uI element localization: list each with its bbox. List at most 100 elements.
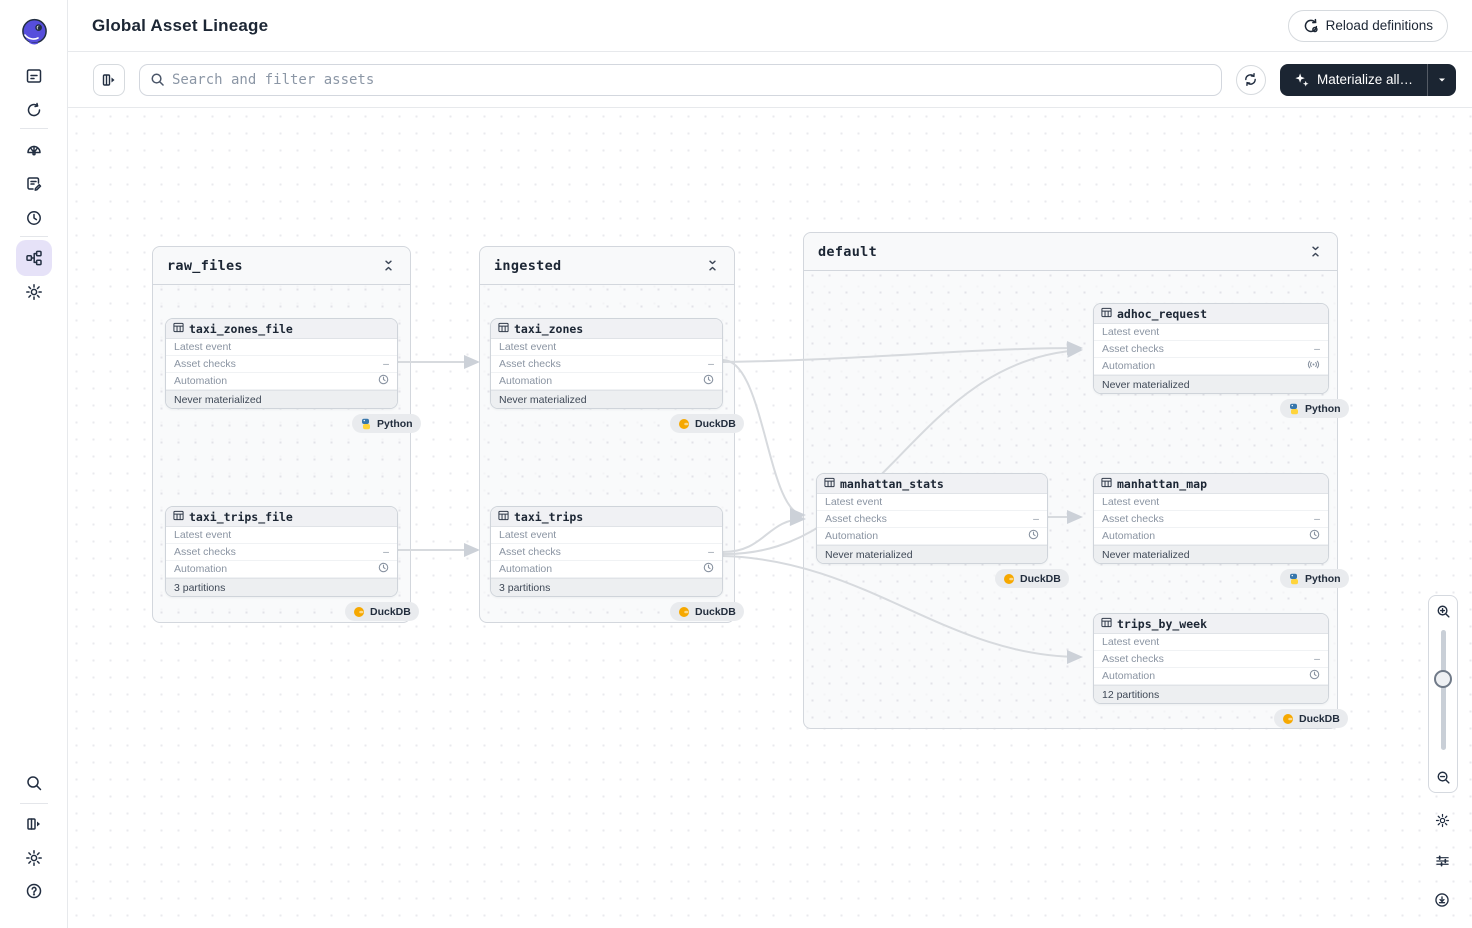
materialize-all-button[interactable]: Materialize all… xyxy=(1279,63,1427,96)
asset-card-manhattan-stats[interactable]: manhattan_stats Latest event Asset check… xyxy=(816,473,1048,564)
asset-card-taxi-trips[interactable]: taxi_trips Latest event Asset checks– Au… xyxy=(490,506,723,597)
asset-checks-value: – xyxy=(1314,513,1320,525)
asset-card-taxi-zones[interactable]: taxi_zones Latest event Asset checks– Au… xyxy=(490,318,723,409)
kind-badge-label: DuckDB xyxy=(1299,712,1340,725)
asset-card-adhoc-request[interactable]: adhoc_request Latest event Asset checks–… xyxy=(1093,303,1329,394)
materialize-all-label: Materialize all… xyxy=(1316,72,1413,87)
zoom-slider-thumb[interactable] xyxy=(1434,670,1452,688)
latest-event-label: Latest event xyxy=(825,496,883,508)
search-icon xyxy=(151,73,164,86)
rail-divider xyxy=(20,236,48,237)
lineage-icon[interactable] xyxy=(16,240,52,276)
duckdb-icon xyxy=(679,606,689,617)
kind-badge-label: DuckDB xyxy=(695,605,736,618)
clock-icon xyxy=(703,374,714,388)
dagster-octopus-icon[interactable] xyxy=(16,14,52,50)
materialization-status: Never materialized xyxy=(491,390,722,408)
asset-checks-label: Asset checks xyxy=(1102,653,1164,665)
duckdb-icon xyxy=(1283,713,1293,724)
asset-name: trips_by_week xyxy=(1117,616,1208,631)
collapse-group-icon[interactable] xyxy=(705,258,720,273)
collapse-group-icon[interactable] xyxy=(381,258,396,273)
graph-settings-button[interactable] xyxy=(1428,805,1456,835)
latest-event-label: Latest event xyxy=(1102,636,1160,648)
materialization-status: Never materialized xyxy=(817,545,1047,563)
collapse-group-icon[interactable] xyxy=(1308,244,1323,259)
lineage-canvas[interactable]: raw_files ingested default xyxy=(68,108,1472,928)
table-icon xyxy=(173,508,184,526)
rail-divider xyxy=(20,803,48,804)
automation-label: Automation xyxy=(825,530,879,542)
settings-icon[interactable] xyxy=(16,274,52,310)
chevron-down-icon xyxy=(1439,78,1445,81)
latest-event-label: Latest event xyxy=(1102,496,1160,508)
asset-card-taxi-zones-file[interactable]: taxi_zones_file Latest event Asset check… xyxy=(165,318,398,409)
left-sidebar xyxy=(0,0,68,928)
sparkle-icon xyxy=(1295,73,1309,87)
kind-badge: Python xyxy=(352,414,421,433)
group-title: default xyxy=(818,243,877,260)
clock-icon xyxy=(1028,529,1039,543)
asset-card-trips-by-week[interactable]: trips_by_week Latest event Asset checks –… xyxy=(1093,613,1329,704)
settings-icon[interactable] xyxy=(16,840,52,876)
asset-search[interactable] xyxy=(139,63,1222,96)
help-icon[interactable] xyxy=(16,873,52,909)
automation-label: Automation xyxy=(174,375,228,387)
schedules-icon[interactable] xyxy=(16,200,52,236)
asset-checks-value: – xyxy=(1314,653,1320,665)
automation-label: Automation xyxy=(1102,360,1156,372)
python-icon xyxy=(362,418,370,429)
table-icon xyxy=(1101,305,1112,323)
toggle-sidebar-button[interactable] xyxy=(93,63,125,96)
zoom-in-button[interactable] xyxy=(1429,596,1457,626)
materialization-status: Never materialized xyxy=(166,390,397,408)
kind-badge: Python xyxy=(1280,399,1349,418)
automation-label: Automation xyxy=(1102,670,1156,682)
ops-icon[interactable] xyxy=(16,166,52,202)
refresh-icon xyxy=(1245,72,1257,87)
download-view-button[interactable] xyxy=(1428,885,1456,915)
overview-icon[interactable] xyxy=(16,58,52,94)
deployment-icon[interactable] xyxy=(16,132,52,168)
clock-icon xyxy=(378,562,389,576)
asset-card-taxi-trips-file[interactable]: taxi_trips_file Latest event Asset check… xyxy=(165,506,398,597)
kind-badge: DuckDB xyxy=(995,569,1069,588)
expand-panel-icon[interactable] xyxy=(16,806,52,842)
asset-checks-value: – xyxy=(1033,513,1039,525)
asset-checks-label: Asset checks xyxy=(499,546,561,558)
sensor-icon xyxy=(1307,359,1320,373)
python-icon xyxy=(1290,403,1298,414)
asset-checks-value: – xyxy=(1314,343,1320,355)
automation-label: Automation xyxy=(1102,530,1156,542)
zoom-slider-track[interactable] xyxy=(1440,630,1446,750)
asset-checks-label: Asset checks xyxy=(174,358,236,370)
clock-icon xyxy=(378,374,389,388)
asset-card-manhattan-map[interactable]: manhattan_map Latest event Asset checks–… xyxy=(1093,473,1329,564)
materialization-status: Never materialized xyxy=(1094,545,1328,563)
kind-badge: DuckDB xyxy=(670,414,744,433)
asset-checks-label: Asset checks xyxy=(1102,513,1164,525)
materialize-options-caret[interactable] xyxy=(1427,63,1456,96)
kind-badge-label: DuckDB xyxy=(370,605,411,618)
table-icon xyxy=(824,475,835,493)
filter-options-button[interactable] xyxy=(1428,845,1456,875)
materialization-status: 3 partitions xyxy=(491,578,722,596)
page-title: Global Asset Lineage xyxy=(92,15,269,35)
asset-name: taxi_trips_file xyxy=(189,509,293,524)
zoom-slider[interactable] xyxy=(1429,626,1457,762)
runs-icon[interactable] xyxy=(16,92,52,128)
latest-event-label: Latest event xyxy=(499,341,557,353)
search-icon[interactable] xyxy=(16,765,52,801)
kind-badge-label: Python xyxy=(377,417,413,430)
zoom-out-button[interactable] xyxy=(1429,762,1457,792)
asset-checks-value: – xyxy=(383,546,389,558)
asset-checks-label: Asset checks xyxy=(1102,343,1164,355)
reload-definitions-button[interactable]: Reload definitions xyxy=(1287,9,1448,42)
group-header: raw_files xyxy=(153,247,410,285)
refresh-button[interactable] xyxy=(1235,64,1266,95)
automation-label: Automation xyxy=(174,563,228,575)
search-input[interactable] xyxy=(172,71,1211,88)
asset-checks-label: Asset checks xyxy=(825,513,887,525)
latest-event-label: Latest event xyxy=(174,341,232,353)
duckdb-icon xyxy=(679,418,689,429)
